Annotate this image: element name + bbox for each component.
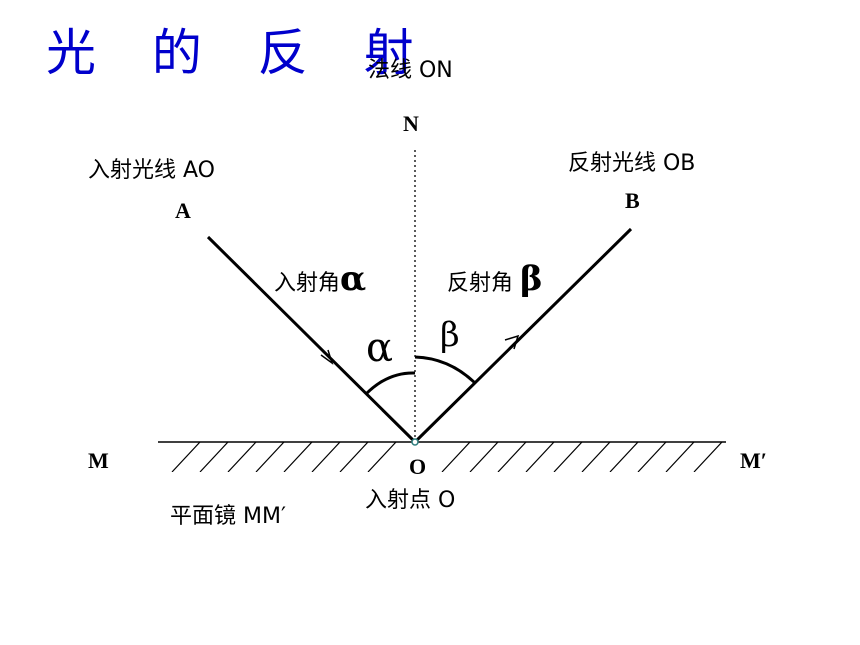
- incident-angle-symbol: α: [340, 259, 367, 299]
- incidence-point-label: 入射点 O: [365, 488, 456, 513]
- page-title: 光 的 反 射: [46, 24, 434, 82]
- point-b-label: B: [625, 188, 640, 213]
- beta-mark: β: [440, 315, 460, 355]
- mirror-hatching: [171, 442, 723, 472]
- reflected-ray-line: [413, 227, 633, 444]
- point-m-label: M: [88, 448, 109, 473]
- normal-label: 法线 ON: [368, 58, 453, 83]
- reflection-angle-label: 反射角 β: [447, 262, 543, 296]
- incident-arrowhead: [320, 349, 334, 365]
- incident-angle-text: 入射角: [274, 271, 341, 296]
- alpha-mark: α: [366, 325, 394, 371]
- incident-ray-label: 入射光线 AO: [88, 158, 215, 183]
- incidence-point-marker: [411, 438, 419, 446]
- reflected-arrowhead: [504, 334, 520, 350]
- incident-angle-label: 入射角α: [274, 262, 366, 296]
- point-m-prime-label: M′: [740, 448, 767, 473]
- incident-ray-line: [206, 235, 417, 444]
- mirror-label: 平面镜 MM′: [170, 504, 286, 529]
- point-o-label: O: [409, 454, 427, 479]
- beta-arc: [414, 355, 477, 385]
- point-n-label: N: [403, 111, 419, 136]
- reflection-angle-symbol: β: [520, 259, 543, 299]
- point-a-label: A: [175, 198, 191, 223]
- reflected-ray-label: 反射光线 OB: [568, 151, 696, 176]
- alpha-arc: [364, 371, 416, 396]
- reflection-angle-text: 反射角: [447, 271, 514, 296]
